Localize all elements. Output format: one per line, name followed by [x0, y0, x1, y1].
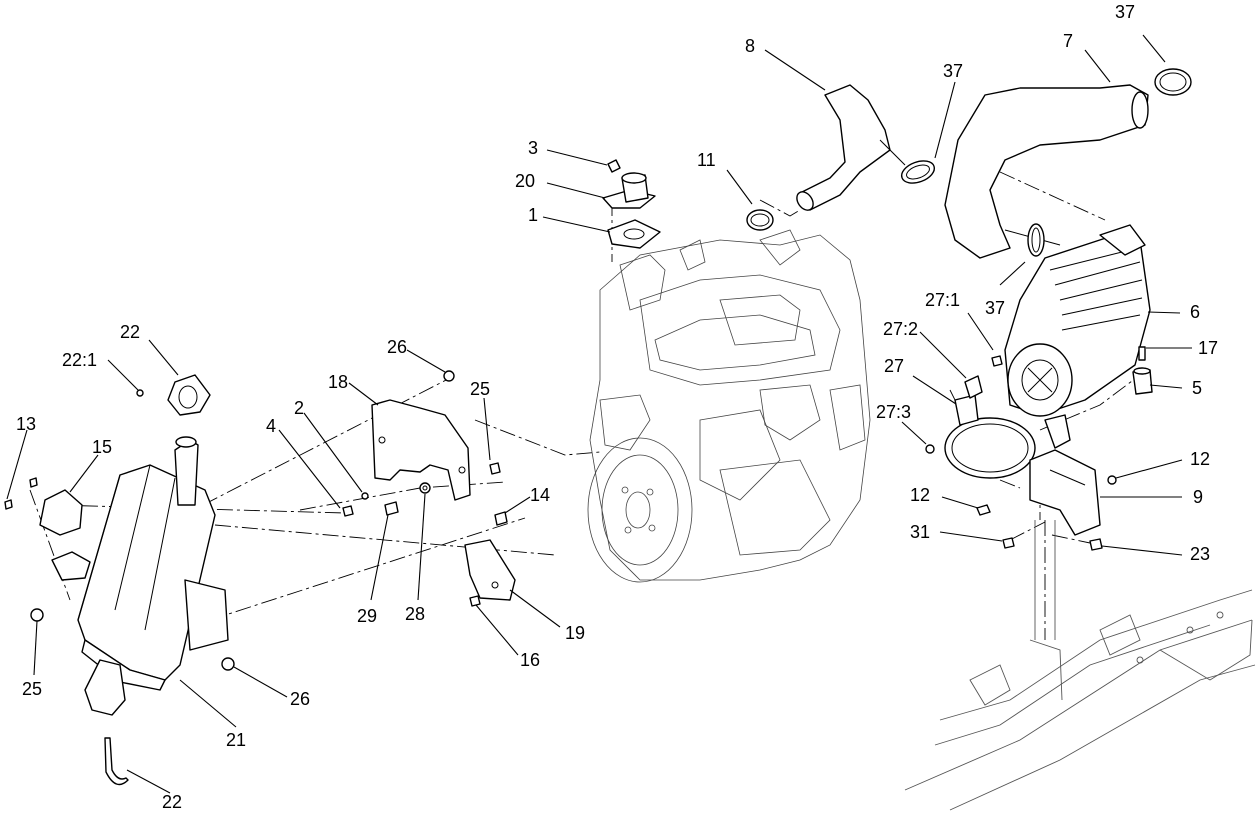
- callout-5: 5: [1192, 378, 1202, 398]
- callout-7: 7: [1063, 31, 1073, 51]
- callout-1: 1: [528, 205, 538, 225]
- mount-band-27: [925, 355, 1036, 479]
- callout-4: 4: [266, 416, 276, 436]
- callout-16: 16: [520, 650, 540, 670]
- engine: [587, 229, 871, 583]
- callout-27: 27: [884, 356, 904, 376]
- frame-rail: [904, 520, 1256, 811]
- muffler-brackets-15: [39, 489, 91, 581]
- tailpipe-u-bolt-22: [104, 737, 129, 786]
- callout-27-2: 27:2: [883, 319, 918, 339]
- callout-22-top: 22: [120, 322, 140, 342]
- exhaust-elbow-20-gasket-1: [602, 159, 661, 249]
- fasteners: [4, 370, 508, 671]
- callout-15: 15: [92, 437, 112, 457]
- callout-3: 3: [528, 138, 538, 158]
- callout-37-mid: 37: [943, 61, 963, 81]
- callout-21: 21: [226, 730, 246, 750]
- air-cleaner-6: [1004, 224, 1151, 449]
- bracket-18-and-19: [371, 399, 516, 601]
- callout-9: 9: [1193, 487, 1203, 507]
- callout-13: 13: [16, 414, 36, 434]
- callout-8: 8: [745, 36, 755, 56]
- callout-14: 14: [530, 485, 550, 505]
- callout-11: 11: [697, 150, 716, 170]
- intake-hose-8: [796, 84, 906, 211]
- callout-37-top: 37: [1115, 2, 1135, 22]
- air-cleaner-bracket-9: [976, 449, 1117, 551]
- clamp-11: [746, 209, 774, 231]
- callout-23: 23: [1190, 544, 1210, 564]
- leader-lines: [6, 34, 1192, 794]
- callout-19: 19: [565, 623, 585, 643]
- callout-2: 2: [294, 398, 304, 418]
- callout-27-1: 27:1: [925, 290, 960, 310]
- hose-clamps-37: [900, 68, 1192, 257]
- callout-22-1: 22:1: [62, 350, 97, 370]
- callout-22-bottom: 22: [162, 792, 182, 812]
- callout-labels: 37 8 37 7 3 11 20 1 37 6 27:1 17 27:2 5 …: [16, 2, 1218, 812]
- callout-25-right: 25: [470, 379, 490, 399]
- callout-31: 31: [910, 522, 930, 542]
- callout-37-low: 37: [985, 298, 1005, 318]
- callout-18: 18: [328, 372, 348, 392]
- callout-6: 6: [1190, 302, 1200, 322]
- callout-17: 17: [1198, 338, 1218, 358]
- intake-tube-7: [944, 84, 1149, 259]
- callout-12-right: 12: [1190, 449, 1210, 469]
- callout-26-top: 26: [387, 337, 407, 357]
- clamp-22: [136, 374, 211, 416]
- muffler-21: [77, 436, 229, 716]
- callout-28: 28: [405, 604, 425, 624]
- callout-12-left: 12: [910, 485, 930, 505]
- callout-27-3: 27:3: [876, 402, 911, 422]
- callout-29: 29: [357, 606, 377, 626]
- callout-20: 20: [515, 171, 535, 191]
- callout-25-left: 25: [22, 679, 42, 699]
- callout-26-bottom: 26: [290, 689, 310, 709]
- valve-5-fitting-17: [1132, 346, 1153, 395]
